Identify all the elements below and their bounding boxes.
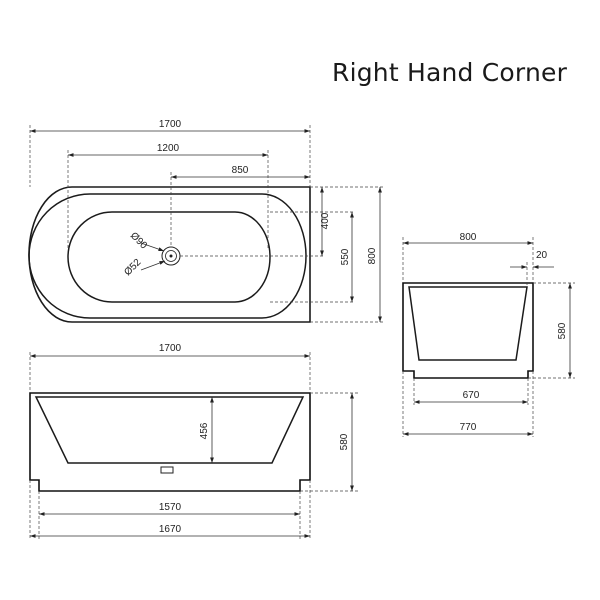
end-view-basin [408,286,528,361]
side-base-length-label: 1570 [159,502,182,513]
top-view-rim [28,193,307,319]
end-height-label: 580 [557,322,568,339]
top-overall-length-label: 1700 [159,119,182,130]
end-rim-label: 20 [536,250,548,261]
side-view-waste [160,466,174,474]
top-view: Ø90 Ø52 1700 1200 850 400 550 800 [28,119,385,323]
side-height-label: 580 [339,433,350,450]
side-foot-length-label: 1670 [159,524,182,535]
side-overall-length-label: 1700 [159,343,182,354]
dia-90-label: Ø90 [128,230,149,251]
end-view-outline [402,282,534,379]
end-view: 800 20 580 670 770 [402,232,575,437]
drawing-title: Right Hand Corner [332,58,568,87]
end-base-width-label: 670 [463,390,480,401]
end-foot-width-label: 770 [460,422,477,433]
top-waste-depth-label: 400 [320,212,331,229]
top-view-basin [67,211,271,303]
end-overall-width-label: 800 [460,232,477,243]
top-inner-length-label: 1200 [157,143,180,154]
side-view-outline [29,392,311,492]
top-waste-offset-label: 850 [232,165,249,176]
waste-inner-circle [165,250,177,262]
waste-centre-dot [169,254,173,258]
dia-52-label: Ø52 [122,257,143,278]
side-view: 1700 456 580 1570 1670 [29,343,358,540]
side-view-basin [34,396,305,464]
top-overall-width-label: 800 [367,247,378,264]
side-inner-depth-label: 456 [199,422,210,439]
top-inner-width-label: 550 [340,248,351,265]
